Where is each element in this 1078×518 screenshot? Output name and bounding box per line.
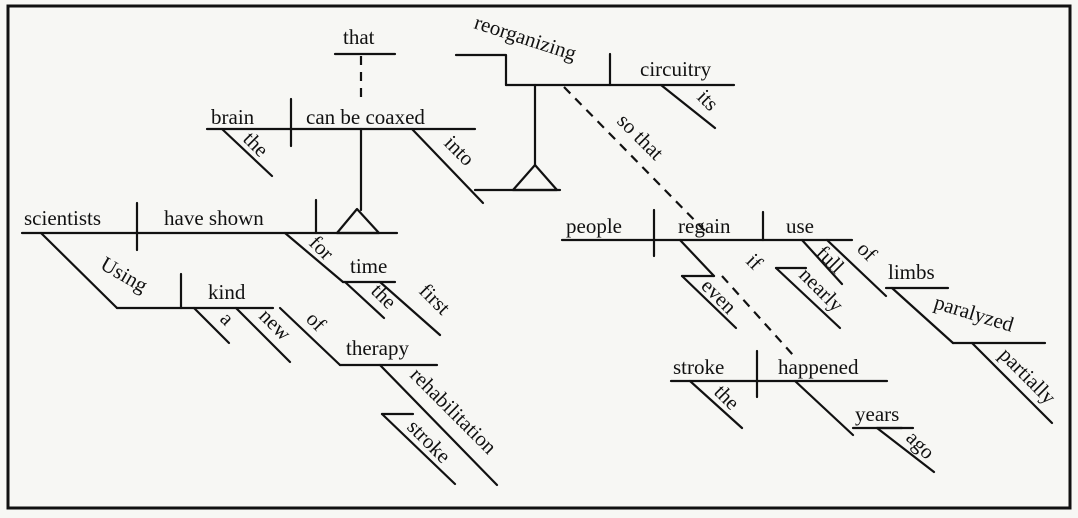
- word-a: a: [215, 307, 239, 331]
- the-stroke-slant: [688, 379, 744, 430]
- word-time: time: [350, 254, 387, 278]
- word-for: for: [304, 231, 338, 265]
- word-circuitry: circuitry: [640, 57, 712, 81]
- word-the-brain: the: [238, 127, 273, 162]
- of-limbs-slant: [825, 238, 888, 298]
- word-ago: ago: [901, 426, 939, 464]
- pedestal-triangle: [511, 163, 559, 192]
- if-connector: [721, 275, 794, 356]
- word-kind: kind: [208, 280, 246, 304]
- word-brain: brain: [211, 105, 255, 129]
- even-slant: [680, 274, 738, 330]
- paralyzed-slant: [890, 286, 955, 345]
- partially-slant: [970, 341, 1054, 425]
- word-have-shown: have shown: [164, 206, 264, 230]
- frame-border: [6, 4, 1072, 510]
- if-slant: [678, 238, 716, 278]
- word-using: Using: [97, 252, 153, 298]
- reorganizing-step: [454, 53, 508, 87]
- word-so-that: so that: [612, 109, 668, 165]
- using-slant: [39, 231, 119, 310]
- word-its: its: [692, 85, 723, 116]
- word-limbs: limbs: [888, 260, 935, 284]
- word-even: even: [696, 274, 741, 319]
- nearly-slant: [774, 266, 842, 330]
- word-use: use: [786, 214, 814, 238]
- rehabilitation-slant: [378, 363, 499, 487]
- the-brain-slant: [220, 127, 274, 178]
- into-slant: [410, 127, 485, 205]
- ago-slant: [875, 426, 936, 474]
- word-the-time: the: [366, 279, 401, 314]
- word-new: new: [254, 304, 296, 346]
- word-reorganizing: reorganizing: [471, 10, 579, 66]
- word-can-be-coaxed: can be coaxed: [306, 105, 425, 129]
- of-slant: [278, 306, 342, 367]
- years-slant: [793, 379, 855, 437]
- word-if: if: [741, 249, 767, 275]
- word-the-stroke: the: [709, 380, 744, 415]
- so-that-connector: [563, 86, 709, 235]
- full-slant: [800, 238, 844, 286]
- new-slant: [234, 306, 292, 364]
- stroke-modifier-slant: [380, 412, 457, 486]
- word-scientists: scientists: [24, 206, 101, 230]
- for-slant: [283, 231, 345, 284]
- word-paralyzed: paralyzed: [932, 290, 1018, 337]
- word-regain: regain: [678, 214, 731, 238]
- a-slant: [192, 306, 231, 345]
- word-happened: happened: [778, 355, 859, 379]
- word-of-limbs: of: [852, 237, 881, 266]
- word-stroke-subject: stroke: [673, 355, 724, 379]
- clause-triangle: [335, 207, 381, 235]
- first-slant: [378, 280, 442, 337]
- word-first: first: [414, 279, 455, 320]
- word-years: years: [855, 402, 899, 426]
- its-slant: [659, 83, 717, 130]
- word-that: that: [343, 25, 375, 49]
- word-nearly: nearly: [794, 263, 848, 317]
- word-people: people: [566, 214, 622, 238]
- the-time-slant: [343, 280, 386, 320]
- word-therapy: therapy: [346, 336, 409, 360]
